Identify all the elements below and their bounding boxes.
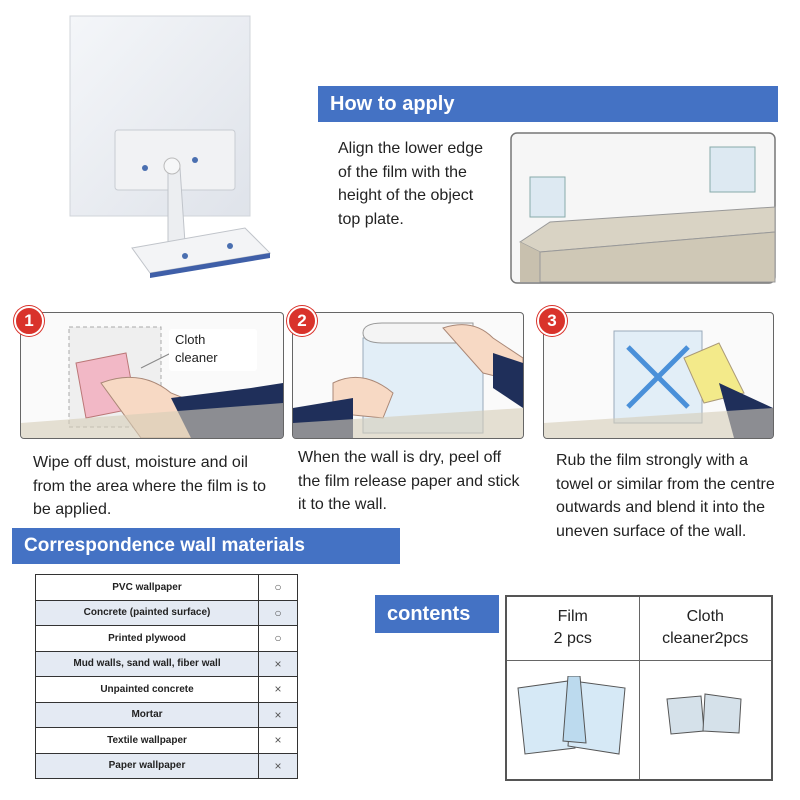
material-row: Mortar× [35,701,298,728]
material-row: Printed plywood○ [35,625,298,652]
material-row: PVC wallpaper○ [35,574,298,601]
material-name: Paper wallpaper [35,752,259,779]
material-row: Mud walls, sand wall, fiber wall× [35,650,298,677]
film-illustration [505,659,640,781]
step-2-panel [292,312,524,439]
material-row: Paper wallpaper× [35,752,298,779]
intro-text: Align the lower edge of the film with th… [338,140,483,228]
material-row: Unpainted concrete× [35,676,298,703]
cloth-cleaner-label: Cloth cleaner [169,329,257,371]
suitability-mark: × [258,650,298,677]
material-name: Concrete (painted surface) [35,599,259,626]
step-1-number: 1 [14,306,44,336]
step-2-number: 2 [287,306,317,336]
product-mirror-illustration [69,15,272,278]
cloth-illustration [638,659,773,781]
step-1-caption: Wipe off dust, moisture and oil from the… [33,454,266,518]
contents-banner: contents [375,595,499,633]
suitability-mark: ○ [258,599,298,626]
step-3-number: 3 [537,306,567,336]
materials-table: PVC wallpaper○Concrete (painted surface)… [35,574,298,779]
material-name: Mud walls, sand wall, fiber wall [35,650,259,677]
material-name: PVC wallpaper [35,574,259,601]
suitability-mark: ○ [258,574,298,601]
step-3-caption: Rub the film strongly with a towel or si… [556,452,775,540]
materials-banner: Correspondence wall materials [12,528,400,564]
step-3-panel [543,312,774,439]
suitability-mark: × [258,701,298,728]
peel-illustration [293,322,523,438]
material-name: Mortar [35,701,259,728]
suitability-mark: × [258,752,298,779]
material-name: Unpainted concrete [35,676,259,703]
suitability-mark: ○ [258,625,298,652]
step-1-panel: Cloth cleaner [20,312,284,439]
material-name: Textile wallpaper [35,727,259,754]
rub-illustration [544,330,773,438]
material-row: Concrete (painted surface)○ [35,599,298,626]
alignment-illustration [510,132,776,284]
material-name: Printed plywood [35,625,259,652]
how-to-apply-banner: How to apply [318,86,778,122]
wipe-illustration [21,326,283,438]
suitability-mark: × [258,676,298,703]
step-2-caption: When the wall is dry, peel off the film … [298,449,520,513]
material-row: Textile wallpaper× [35,727,298,754]
suitability-mark: × [258,727,298,754]
